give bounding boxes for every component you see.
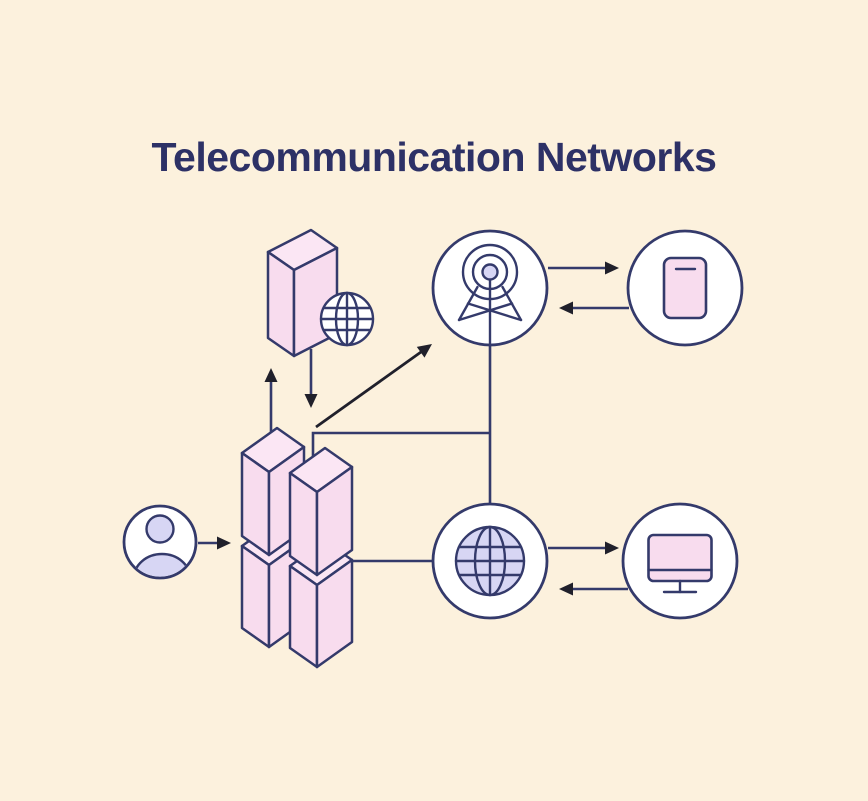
arrow-phone-to-celltower (559, 301, 629, 315)
tower-box-upper-right (288, 446, 354, 577)
arrow-head (605, 261, 619, 275)
arrow-towers-to-server-up (264, 368, 278, 432)
tower-brace-right (457, 302, 514, 322)
arrows (198, 261, 629, 596)
cell-tower-icon (457, 243, 523, 347)
box-left-face (240, 544, 271, 649)
monitor-node (621, 502, 739, 620)
box-left-face (266, 250, 296, 358)
arrow-internet-to-monitor (548, 541, 619, 555)
user-icon (132, 514, 192, 577)
page-title: Telecommunication Networks (152, 134, 717, 180)
box-left-face (288, 564, 319, 669)
tower-brace-left (466, 302, 523, 322)
arrow-towers-to-celltower-diagonal (315, 344, 432, 429)
antenna-dot (481, 263, 499, 281)
smartphone-node (626, 229, 744, 347)
arrow-shaft (315, 350, 422, 429)
internet-globe-node (431, 502, 549, 620)
tower-box-lower-right (288, 539, 354, 669)
arrow-monitor-to-internet (559, 582, 628, 596)
arrow-head (264, 368, 278, 382)
arrow-head (217, 536, 231, 550)
arrow-user-to-towers (198, 536, 231, 550)
box-left-face (288, 471, 319, 577)
user-node (122, 504, 198, 580)
line-towers-elbow-to-celltower (311, 431, 490, 458)
isometric-server-box-icon (266, 228, 339, 358)
connector-lines (311, 346, 492, 563)
arrow-celltower-to-phone (548, 261, 619, 275)
arrow-head (559, 582, 573, 596)
internet-globe-icon (454, 525, 526, 597)
user-body (132, 552, 192, 577)
arrow-server-to-towers-down (304, 349, 318, 408)
cell-tower-node (431, 229, 549, 347)
arrow-head (559, 301, 573, 315)
arrow-head (416, 344, 432, 358)
data-towers-cluster-icon (240, 426, 354, 669)
arrow-head (605, 541, 619, 555)
monitor-screen (647, 533, 713, 583)
arrow-head (304, 394, 318, 408)
box-right-face (315, 465, 354, 577)
smartphone-icon (662, 256, 708, 320)
user-head (145, 514, 175, 544)
phone-body (662, 256, 708, 320)
mini-globe-icon (319, 291, 375, 347)
box-left-face (240, 451, 271, 557)
desktop-monitor-icon (647, 533, 713, 594)
box-right-face (315, 558, 354, 669)
